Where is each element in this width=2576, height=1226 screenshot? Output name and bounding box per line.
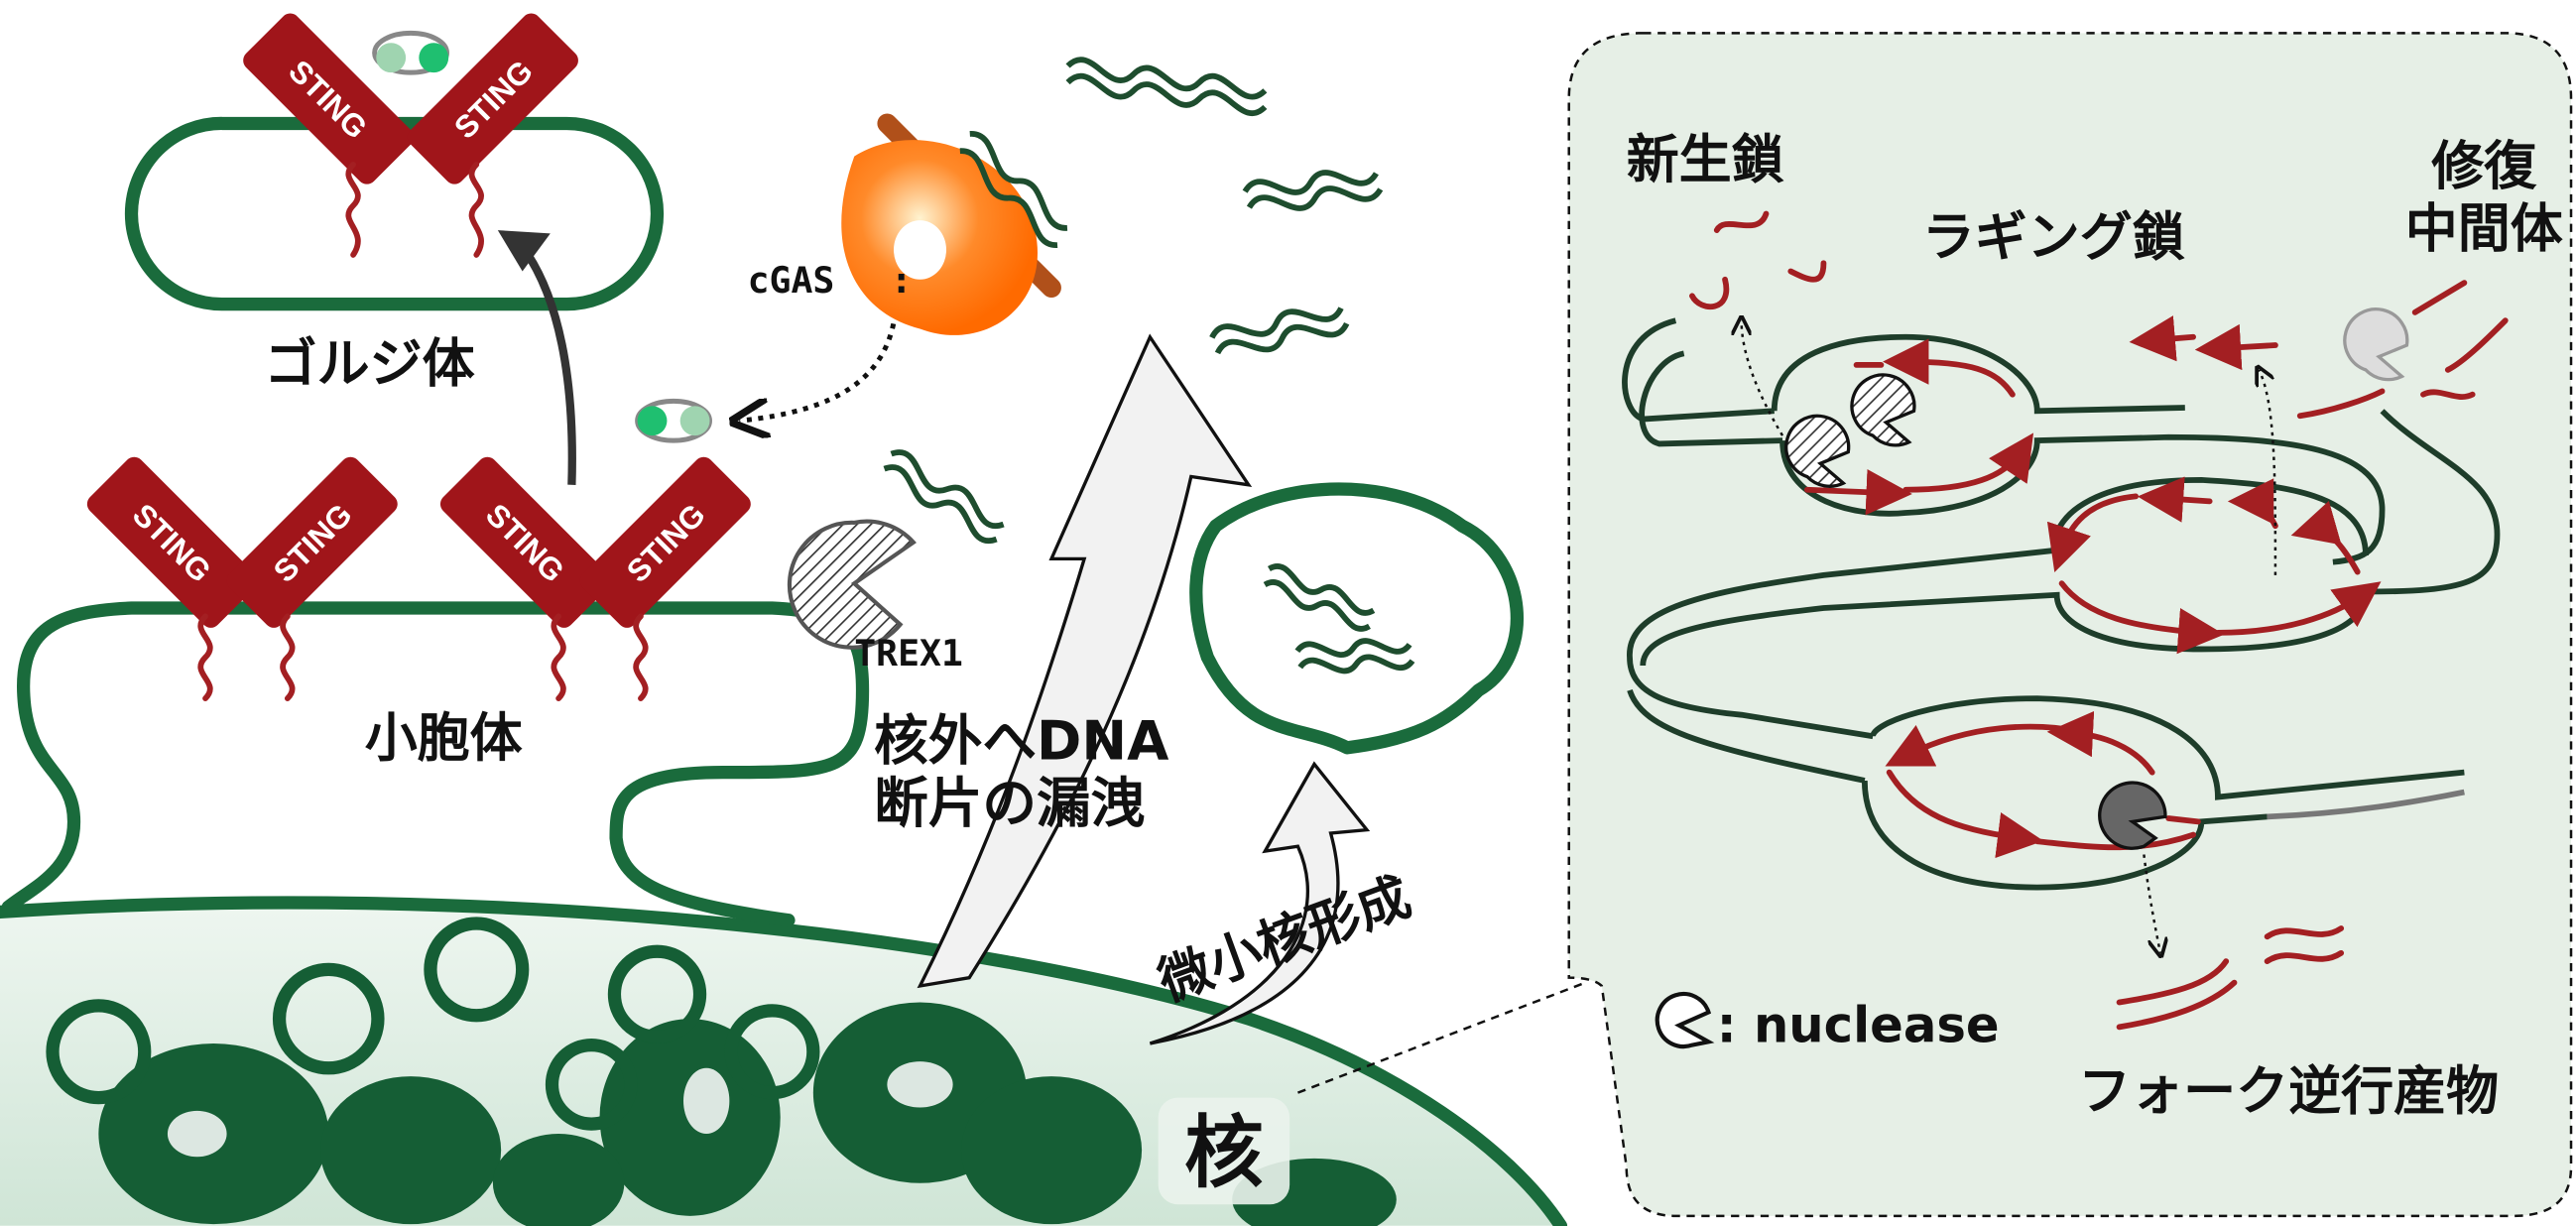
repair-intermediate-label-1: 修復 [2431,137,2537,197]
repair-intermediate-label-2: 中間体 [2405,199,2563,260]
nuclease-legend-icon [1655,991,1715,1049]
nuclease-icon [1850,373,1916,447]
nucleus: 核 [0,896,1568,1226]
cgas-enzyme [841,113,1068,335]
trex1-label: TREX1 [854,632,963,674]
cytosolic-dna [883,57,1384,545]
leak-arrow [917,333,1253,989]
leak-label-line1: 核外へDNA [874,708,1169,772]
lagging-strand-label: ラギング鎖 [1922,207,2185,268]
micronucleus-arrow [1149,761,1371,1045]
nuclease-icon [2343,307,2409,382]
nucleus-label: 核 [1184,1106,1264,1198]
trex1-nuclease [787,519,917,650]
nascent-strand-label: 新生鎖 [1627,130,1784,190]
sting-dimer-er-2: STING STING [439,456,751,702]
er-label: 小胞体 [365,708,523,769]
svg-text::: : [891,259,913,302]
golgi-label: ゴルジ体 [265,333,475,394]
cgas-label: cGAS [748,259,835,302]
sting-dimer-golgi: STING STING [243,13,578,258]
replication-fork-panel: 新生鎖 ラギング鎖 修復 中間体 : nuclease フォーク逆行産物 [1567,32,2573,1218]
nuclease-legend-label: : nuclease [1717,996,2000,1053]
fork-reversal-label: フォーク逆行産物 [2078,1061,2499,1122]
sting-dimer-er-1: STING STING [86,456,398,702]
trafficking-arrow [519,244,576,485]
nuclease-icon [1784,414,1851,488]
leak-label-line2: 断片の漏洩 [874,771,1145,834]
cgamp-icon [635,398,712,443]
micronucleus [1189,482,1524,755]
nuclease-icon [2098,781,2167,850]
